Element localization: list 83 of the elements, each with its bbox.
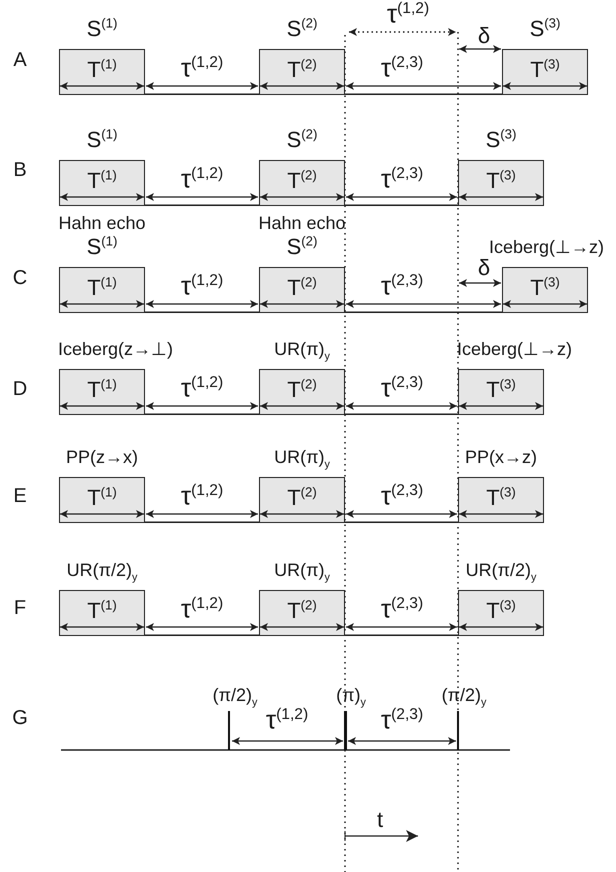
pulse-box: T$^{(3)}$: [458, 590, 544, 636]
pulse-label: S$^{(2)}$: [286, 236, 318, 258]
pulse-box: T$^{(1)}$: [59, 160, 145, 206]
pulse-box: T$^{(1)}$: [59, 267, 145, 313]
diagram-label: B: [13, 159, 27, 181]
pulse-label: S$^{(2)}$: [286, 129, 318, 151]
time-axis-line: [145, 312, 259, 313]
time-axis-line: [61, 749, 229, 751]
pulse-label: Iceberg(z→⊥): [58, 338, 174, 360]
pulse-label: UR(π/2)$_{y}$: [66, 559, 138, 581]
pulse-box: T$^{(3)}$: [502, 49, 588, 95]
diagram-label: τ$^{(2,3)}$: [380, 706, 424, 734]
pulse-label: (π/2)$_{y}$: [212, 684, 258, 706]
pulse-box: T$^{(2)}$: [259, 369, 345, 415]
pulse-box: T$^{(1)}$: [59, 49, 145, 95]
pulse-label: S$^{(3)}$: [530, 18, 560, 40]
time-axis-line: [345, 312, 502, 313]
pulse-label: PP(z→x): [66, 446, 138, 468]
pulse-label: Hahn echo: [258, 212, 346, 234]
pulse-label: UR(π/2)$_{y}$: [466, 559, 536, 581]
pulse-label: Iceberg(⊥→z): [457, 338, 572, 360]
time-axis-line: [145, 634, 259, 636]
time-axis-line: [345, 94, 502, 95]
time-axis-line: [229, 749, 345, 751]
diagram-label: δ: [478, 24, 490, 48]
pulse-box: T$^{(2)}$: [259, 477, 345, 523]
diagram-label: δ: [478, 256, 490, 280]
pulse-box: T$^{(3)}$: [458, 477, 544, 523]
pulse-box: T$^{(1)}$: [59, 590, 145, 636]
time-axis-line: [145, 414, 259, 415]
diagram-label: τ$^{(1,2)}$: [180, 482, 224, 510]
pulse-box: T$^{(3)}$: [502, 267, 588, 313]
pulse-box: T$^{(1)}$: [59, 369, 145, 415]
diagram-label: F: [14, 597, 26, 619]
pulse-label: UR(π)$_{y}$: [274, 446, 330, 468]
diagram-label: τ$^{(2,3)}$: [380, 374, 424, 402]
diagram-label: τ$^{(1,2)}$: [180, 594, 224, 624]
time-axis-line: [345, 414, 458, 415]
pulse-label: S$^{(1)}$: [86, 236, 118, 258]
time-axis-line: [345, 749, 458, 751]
pulse-label: S$^{(1)}$: [86, 18, 118, 40]
time-axis-line: [345, 522, 458, 523]
pulse-label: S$^{(3)}$: [486, 129, 516, 151]
diagram-label: A: [13, 49, 27, 71]
time-axis-line: [345, 634, 458, 636]
diagram-label: τ$^{(1,2)}$: [180, 164, 224, 194]
diagram-label: C: [12, 267, 28, 289]
pulse-box: T$^{(2)}$: [259, 160, 345, 206]
pulse-box: T$^{(2)}$: [259, 267, 345, 313]
pulse-label: PP(x→z): [465, 446, 537, 468]
pulse-label: S$^{(1)}$: [86, 129, 118, 151]
time-axis-line: [145, 94, 259, 95]
time-axis-line: [458, 749, 510, 751]
diagram-label: τ$^{(1,2)}$: [180, 272, 224, 300]
diagram-label: τ$^{(1,2)}$: [266, 706, 308, 734]
diagram-label: τ$^{(1,2)}$: [180, 54, 224, 82]
pulse-label: Hahn echo: [58, 212, 146, 234]
pulse-label: (π)$_{y}$: [336, 684, 366, 706]
pulse-box: T$^{(3)}$: [458, 369, 544, 415]
diagram-label: τ$^{(2,3)}$: [380, 594, 424, 624]
pulse-box: T$^{(1)}$: [59, 477, 145, 523]
diagram-label: D: [12, 378, 28, 400]
pulse-box: T$^{(2)}$: [259, 49, 345, 95]
diagram-label: G: [12, 707, 28, 729]
diagram-label: τ$^{(2,3)}$: [380, 164, 424, 194]
diagram-label: t: [376, 808, 384, 832]
diagram-label: τ$^{(2,3)}$: [380, 272, 424, 300]
pulse-label: Iceberg(⊥→z): [489, 236, 604, 258]
pulse-box: T$^{(3)}$: [458, 160, 544, 206]
pulse-label: S$^{(2)}$: [286, 18, 318, 40]
pulse-label: (π/2)$_{y}$: [442, 684, 486, 706]
pulse-bar: [344, 711, 346, 750]
time-axis-line: [145, 522, 259, 523]
time-axis-line: [345, 204, 458, 206]
pulse-box: T$^{(2)}$: [259, 590, 345, 636]
diagram-label: τ$^{(1,2)}$: [180, 374, 224, 402]
time-axis-line: [145, 204, 259, 206]
diagram-label: τ$^{(2,3)}$: [380, 482, 424, 510]
diagram-label: τ$^{(1,2)}$: [386, 0, 430, 28]
pulse-label: UR(π)$_{y}$: [274, 559, 330, 581]
diagram-label: τ$^{(2,3)}$: [380, 54, 424, 82]
pulse-label: UR(π)$_{y}$: [274, 338, 330, 360]
diagram-label: E: [13, 485, 27, 507]
